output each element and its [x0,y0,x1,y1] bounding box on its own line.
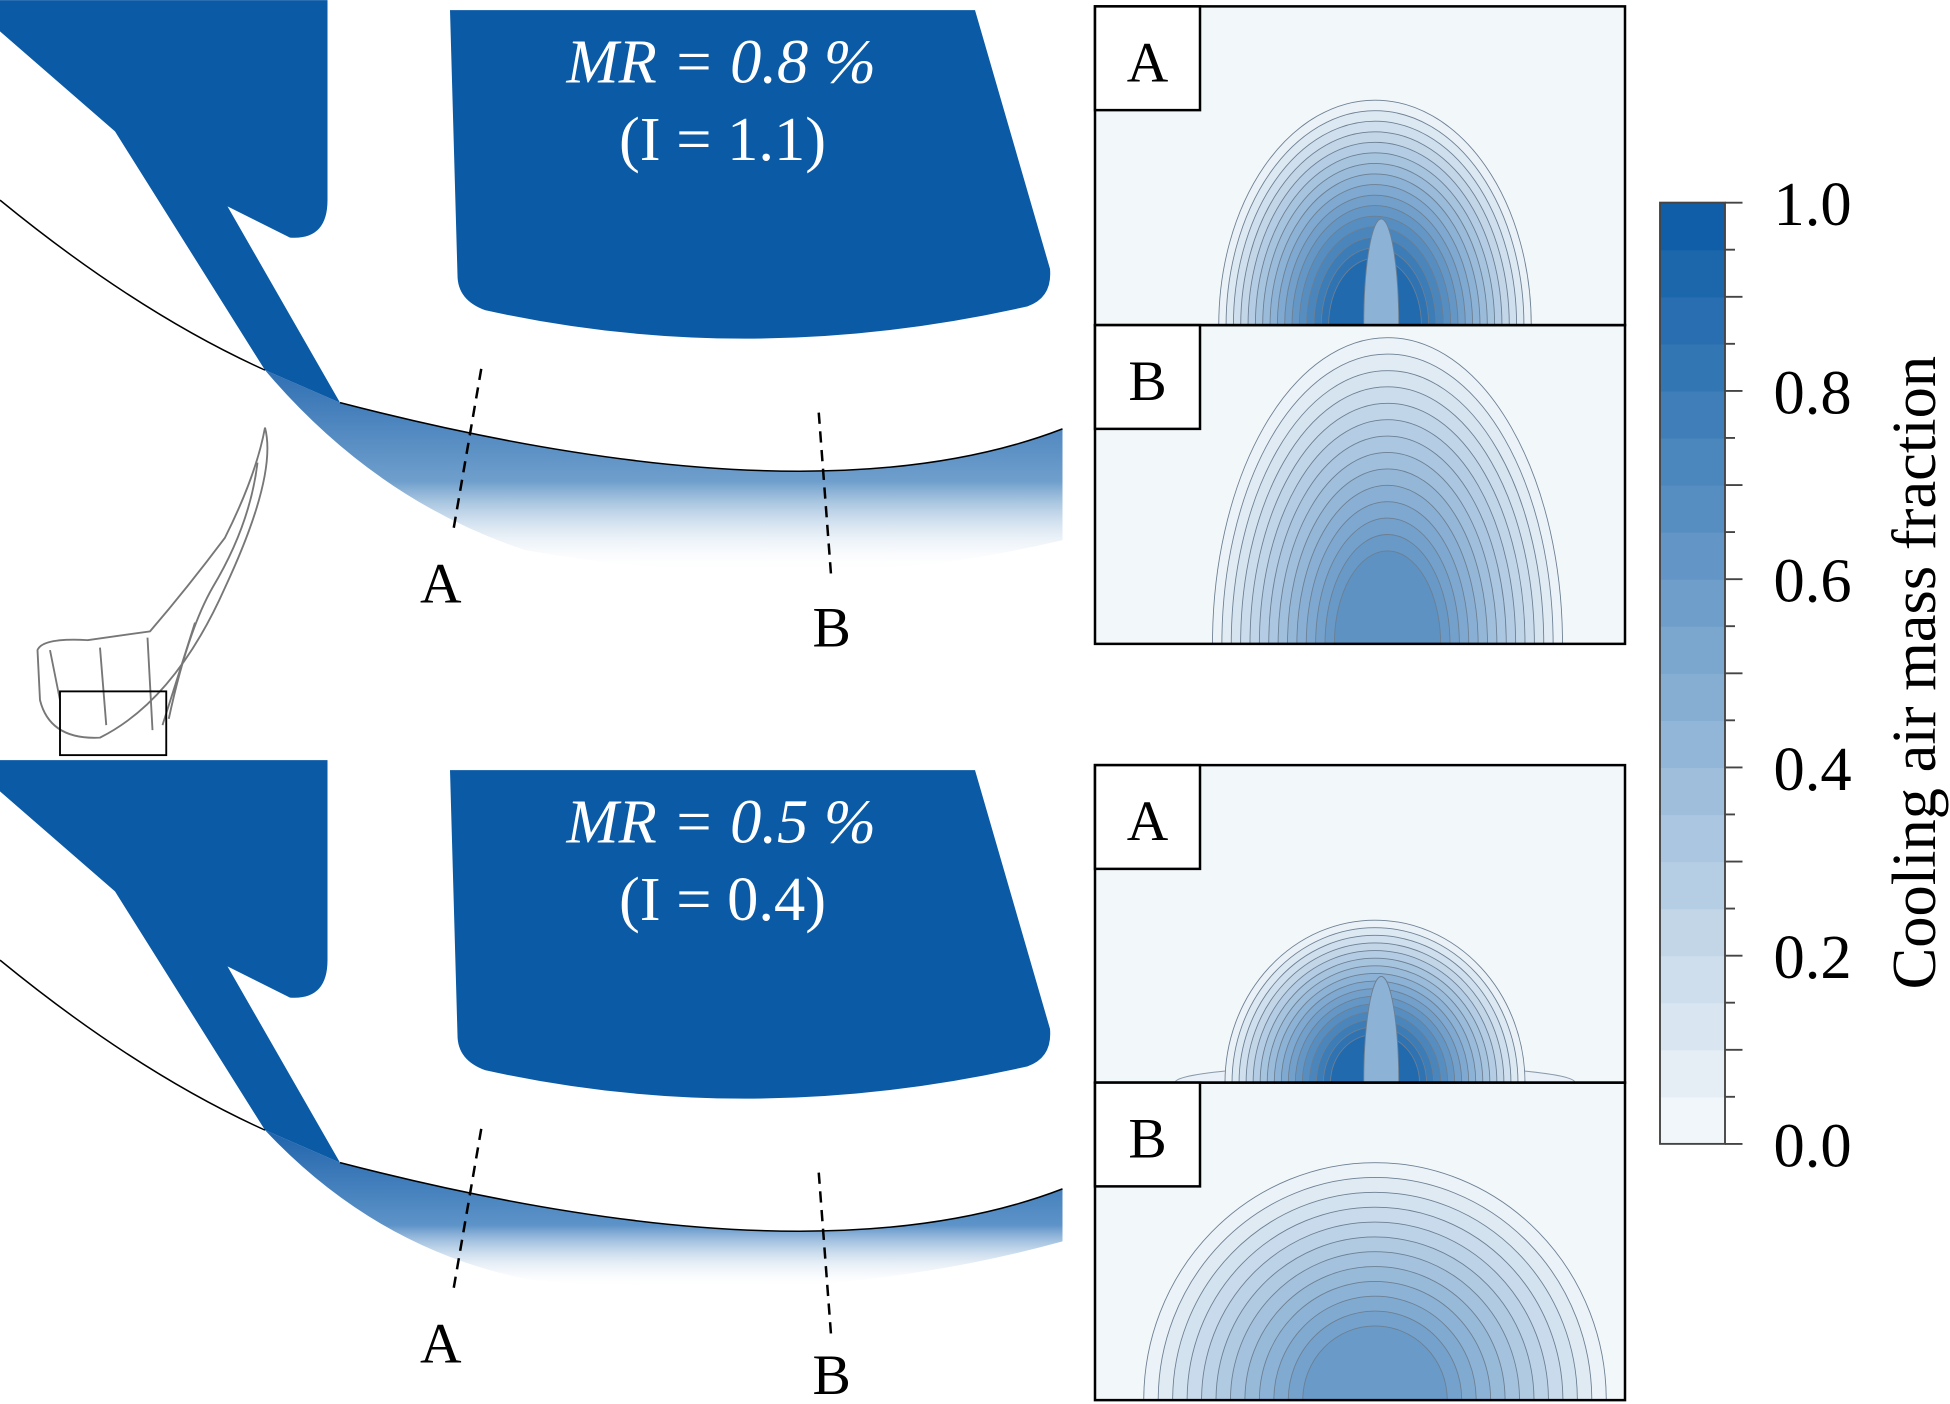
panel-top: A B MR = 0.8 % (I = 1.1) [0,0,1063,659]
section-label-a: A [420,1313,462,1376]
vane-wall-section [0,0,340,403]
film-cooling-layer [265,370,1063,573]
colorbar-level [1660,532,1725,580]
blade-overview-sketch [36,427,269,757]
colorbar-level [1660,343,1725,392]
colorbar-level [1660,485,1725,533]
contour-plot [1095,765,1625,1083]
momentum-ratio-label: (I = 0.4) [619,864,826,934]
colorbar-level [1660,296,1725,345]
colorbar-level [1660,814,1725,863]
colorbar-level [1660,673,1725,721]
cooling-cavity [450,10,1051,339]
colorbar-level [1660,579,1725,627]
contour-frames [1093,5,1627,1402]
section-label-b: B [813,1344,851,1404]
colorbar-level [1660,626,1725,674]
colorbar-level [1660,1002,1725,1051]
colorbar-level [1660,720,1725,769]
contour-label-b-bottom: B [1128,1108,1166,1171]
section-label-a: A [420,553,462,616]
colorbar: 0.0 0.2 0.4 0.6 0.8 1.0 [1659,169,1852,1180]
contour-plots [1095,7,1625,1401]
mass-ratio-label: MR = 0.8 % [566,27,876,97]
section-line-b [817,1172,833,1338]
section-line-a [451,1128,483,1296]
colorbar-tick-label: 0.0 [1773,1110,1851,1180]
contour-label-a-bottom: A [1127,790,1169,853]
colorbar-tick-label: 1.0 [1773,169,1851,239]
contour-level [1333,550,1442,644]
section-line-b [817,412,833,578]
colorbar-level [1660,1049,1725,1098]
colorbar-level [1660,249,1725,298]
vane-wall-section [0,760,340,1163]
contour-labels: A B A B [1093,5,1202,1188]
colorbar-level [1660,202,1725,251]
colorbar-tick-label: 0.8 [1773,357,1851,427]
momentum-ratio-label: (I = 1.1) [619,104,826,174]
cooling-cavity [450,770,1051,1099]
colorbar-tick-label: 0.6 [1773,546,1851,616]
colorbar-level [1660,861,1725,910]
contour-label-b-top: B [1128,350,1166,413]
contour-plot [1095,326,1625,644]
contour-level [1302,1326,1448,1401]
contour-label-a-top: A [1127,31,1169,94]
film-cooling-layer [265,1130,1063,1289]
colorbar-tick-label: 0.4 [1773,734,1851,804]
colorbar-level [1660,437,1725,486]
colorbar-title: Cooling air mass fraction [1879,356,1949,990]
section-line-a [451,368,483,536]
colorbar-level [1660,390,1725,439]
section-label-b: B [813,596,851,659]
colorbar-tick-label: 0.2 [1773,922,1851,992]
colorbar-level [1660,1096,1725,1145]
contour-level [1363,218,1400,326]
contour-level [1363,976,1400,1083]
zoom-region-box [59,690,168,757]
colorbar-level [1660,955,1725,1004]
panel-bottom: A B MR = 0.5 % (I = 0.4) [0,760,1063,1404]
mass-ratio-label: MR = 0.5 % [566,787,876,857]
colorbar-level [1660,767,1725,816]
colorbar-level [1660,908,1725,957]
